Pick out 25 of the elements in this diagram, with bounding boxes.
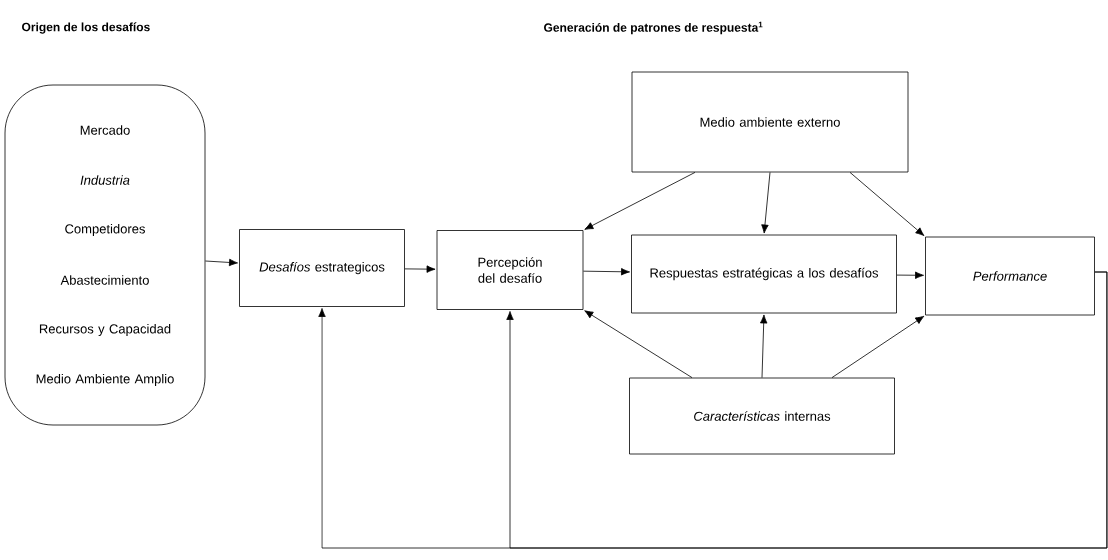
arrow (506, 271, 1108, 549)
arrow (584, 172, 696, 230)
arrow (584, 310, 693, 378)
process-box: Percepción del desafío (436, 230, 584, 310)
process-box: Performance (925, 236, 1095, 316)
list-item: Abastecimiento (60, 275, 149, 285)
process-box: Respuestas estratégicas a los desafíos (631, 234, 897, 314)
arrow (761, 172, 771, 234)
list-item: Industria (80, 175, 130, 185)
list-item: Competidores (65, 223, 145, 237)
list-item: Mercado (80, 125, 130, 135)
arrow (583, 268, 630, 276)
arrow (849, 172, 925, 236)
process-box: Características internas (629, 377, 895, 455)
arrow (205, 258, 238, 267)
list-item: Medio Ambiente Amplio (36, 373, 174, 387)
heading: Generación de patrones de respuesta$^{1}$ (544, 21, 763, 35)
process-box: Medio ambiente externo (631, 71, 909, 173)
arrow (760, 314, 768, 378)
arrow (404, 265, 436, 273)
arrow (896, 271, 924, 279)
process-box: Desafíos estrategicos (239, 229, 405, 307)
heading: Origen de los desafíos (22, 22, 150, 34)
list-item: Recursos y Capacidad (39, 323, 171, 337)
arrow (831, 315, 925, 378)
